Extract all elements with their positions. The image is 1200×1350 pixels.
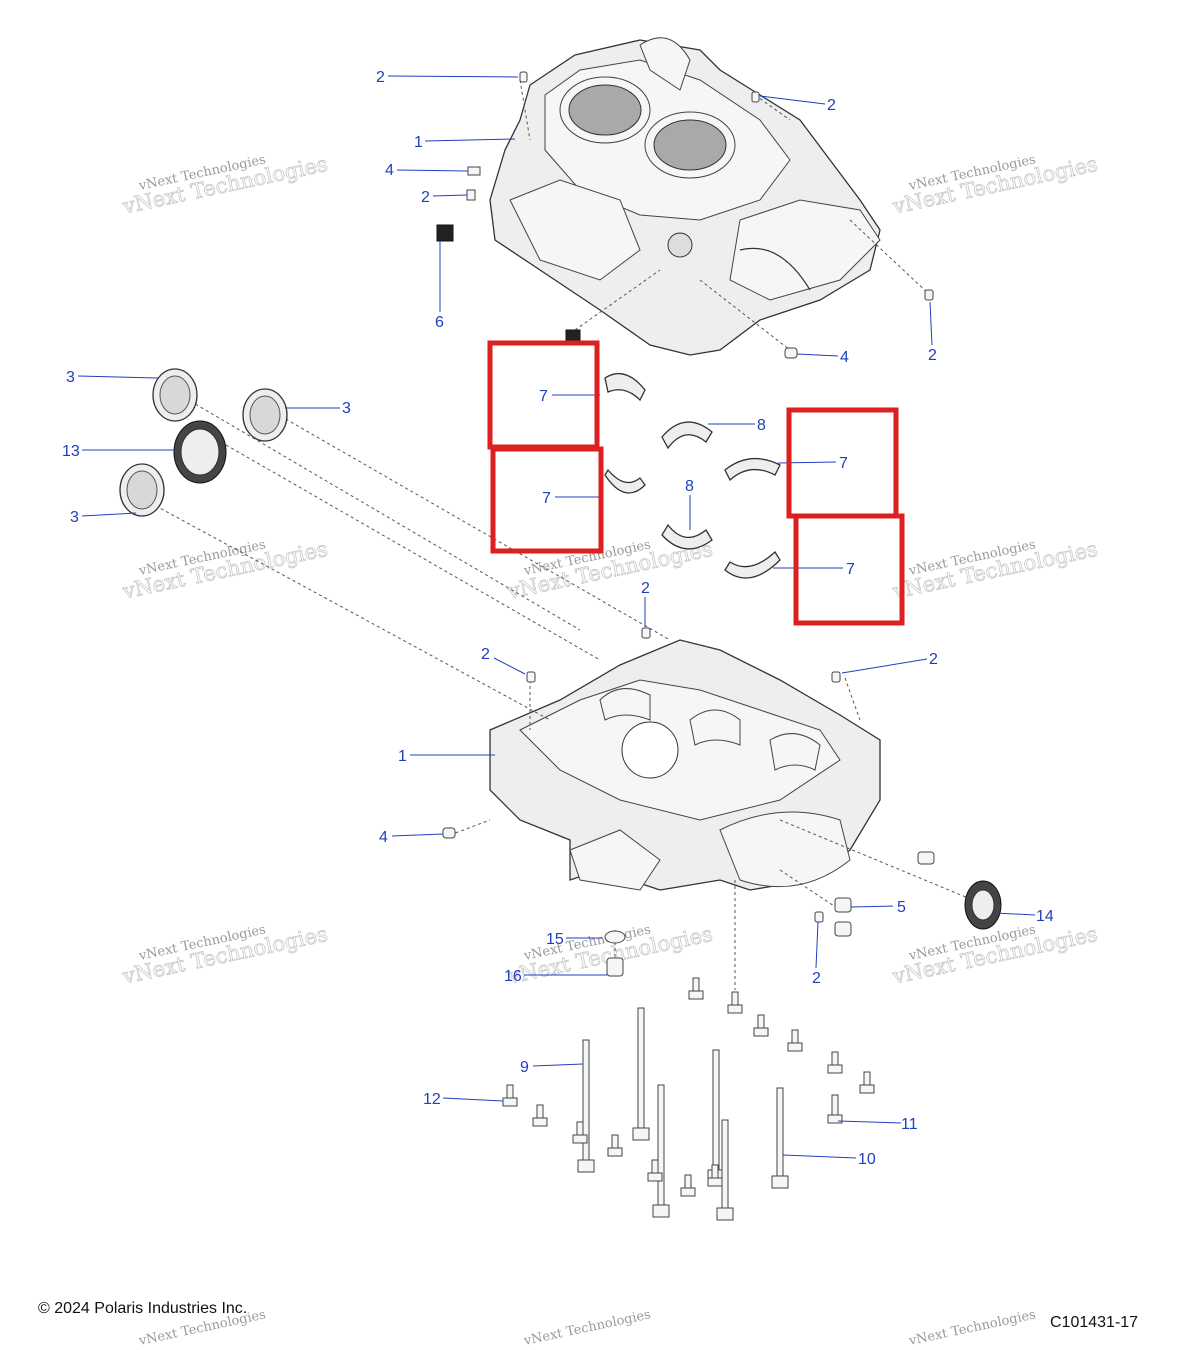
callout-8: 8 — [685, 478, 694, 495]
callout-9: 9 — [520, 1059, 529, 1076]
upper-crankcase — [489, 37, 881, 356]
callout-2: 2 — [929, 651, 938, 668]
callout-13: 13 — [62, 443, 80, 460]
callout-11: 11 — [901, 1116, 918, 1133]
bolts — [502, 977, 875, 1221]
callout-12: 12 — [423, 1091, 441, 1108]
callout-16: 16 — [504, 968, 522, 985]
highlight-boxes — [487, 340, 905, 626]
callout-7: 7 — [839, 455, 848, 472]
callout-2: 2 — [812, 970, 821, 987]
callout-8: 8 — [757, 417, 766, 434]
callout-2: 2 — [827, 97, 836, 114]
callout-2: 2 — [641, 580, 650, 597]
seals-and-plugs — [119, 368, 1002, 930]
callout-2: 2 — [376, 69, 385, 86]
bearing-shells — [604, 372, 781, 579]
callout-6: 6 — [435, 314, 444, 331]
highlight-box — [793, 513, 905, 626]
leader-lines — [77, 75, 1036, 1159]
callout-15: 15 — [546, 931, 564, 948]
callout-4: 4 — [840, 349, 849, 366]
callout-10: 10 — [858, 1151, 876, 1168]
callout-2: 2 — [421, 189, 430, 206]
callout-7: 7 — [542, 490, 551, 507]
callout-1: 1 — [414, 134, 423, 151]
callout-7: 7 — [539, 388, 548, 405]
callout-2: 2 — [481, 646, 490, 663]
callout-1: 1 — [398, 748, 407, 765]
watermark-text: vNext Technologies — [907, 1307, 1037, 1349]
watermark-text: vNext Technologies — [522, 1307, 652, 1349]
callout-4: 4 — [385, 162, 394, 179]
small-parts — [436, 71, 935, 977]
callout-3: 3 — [66, 369, 75, 386]
callout-14: 14 — [1036, 908, 1054, 925]
figure-id: C101431-17 — [1050, 1314, 1139, 1331]
callout-3: 3 — [342, 400, 351, 417]
callout-3: 3 — [70, 509, 79, 526]
callout-labels: 2 2 1 4 2 6 2 4 3 3 13 3 7 8 7 8 7 7 2 2… — [62, 69, 1054, 1168]
copyright-notice: © 2024 Polaris Industries Inc. — [38, 1300, 248, 1317]
lower-crankcase — [489, 639, 881, 891]
callout-5: 5 — [897, 899, 906, 916]
callout-7: 7 — [846, 561, 855, 578]
highlight-box — [490, 446, 604, 554]
callout-4: 4 — [379, 829, 388, 846]
callout-2: 2 — [928, 347, 937, 364]
